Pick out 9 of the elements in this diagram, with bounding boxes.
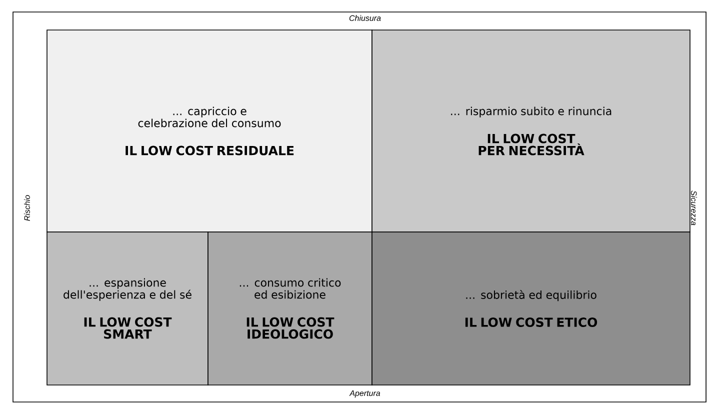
label-top: Chiusura <box>349 15 381 21</box>
axis-label: Sicurezza <box>691 190 697 226</box>
quadrant-box: ... espansione dell'esperienza e del sé IL LOW COST SMART <box>46 232 208 386</box>
axis-label: Rischio <box>24 195 30 221</box>
quadrant-box: ... consumo critico ed esibizione IL LOW COST IDEOLOGICO <box>208 232 372 386</box>
quadrant-box: ... sobrietà ed equilibrio IL LOW COST ETICO <box>372 232 690 386</box>
quadrant-box: ... risparmio subito e rinuncia IL LOW COST PER NECESSITÀ <box>372 30 690 232</box>
axis-label: Apertura <box>349 390 380 398</box>
quadrant-box: ... capriccio e celebrazione del consumo IL LOW COST RESIDUALE <box>46 30 372 232</box>
